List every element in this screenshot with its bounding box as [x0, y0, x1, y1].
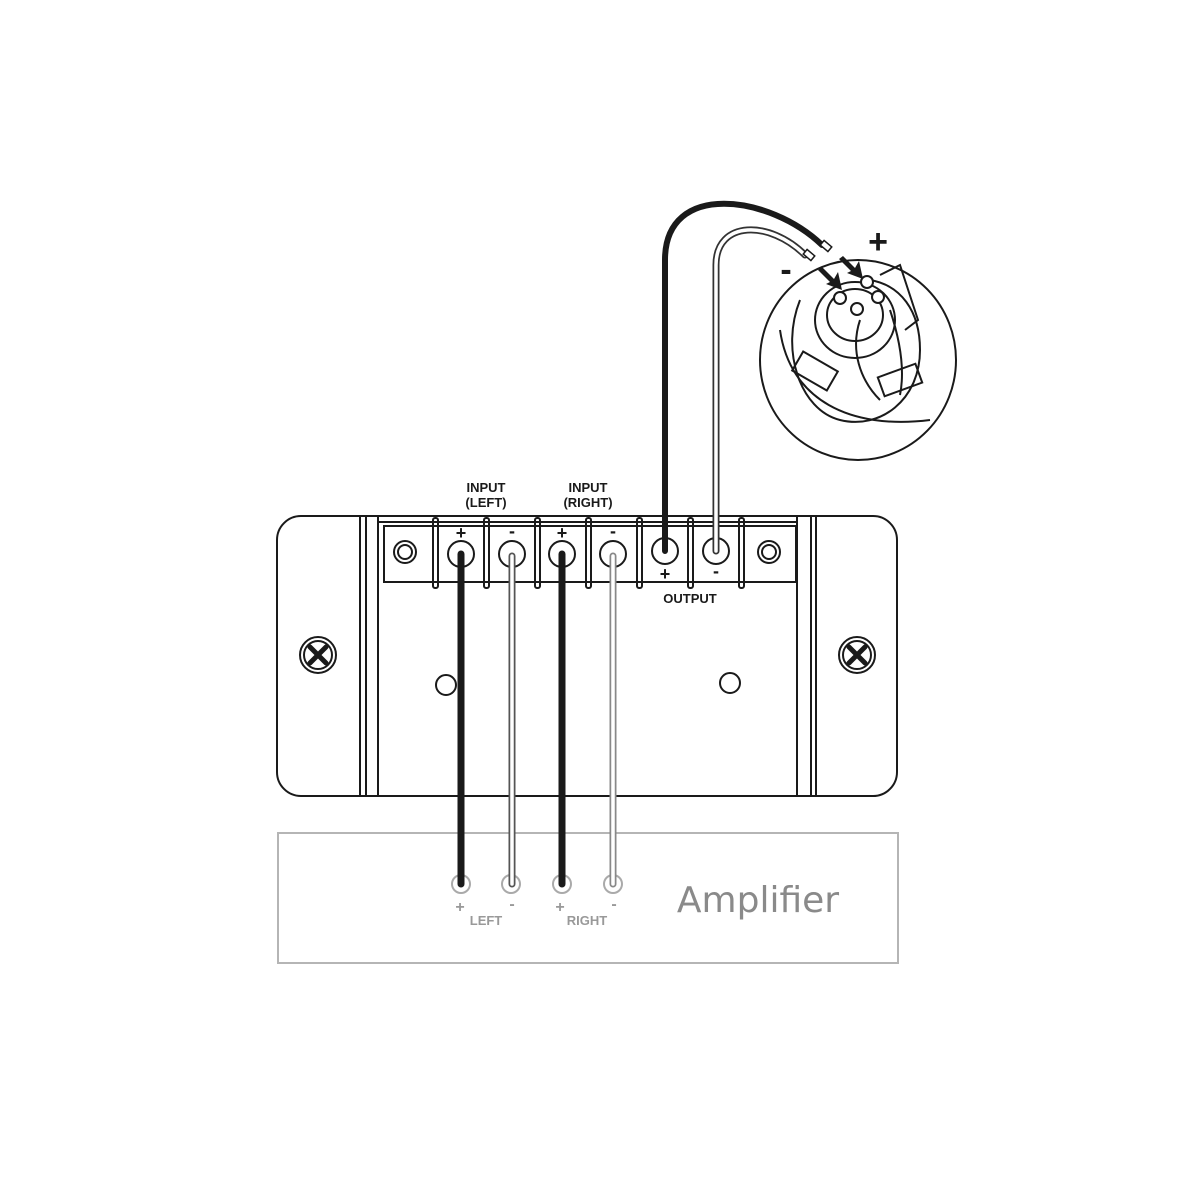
- speaker-minus-label: -: [780, 251, 791, 289]
- input-right-label-2: (RIGHT): [563, 495, 612, 510]
- amp-right-minus-label: -: [611, 896, 616, 913]
- amp-left-plus-label: +: [455, 899, 464, 916]
- input-right-label-1: INPUT: [569, 480, 608, 495]
- amplifier: Amplifier + - + - LEFT RIGHT: [277, 832, 899, 964]
- wire-output-negative: [712, 226, 809, 555]
- input-left-label-2: (LEFT): [465, 495, 506, 510]
- output-label: OUTPUT: [663, 591, 717, 606]
- input-left-label-1: INPUT: [467, 480, 506, 495]
- speaker-arrows: [818, 256, 863, 290]
- amp-left-label: LEFT: [470, 913, 503, 928]
- svg-text:+: +: [660, 564, 671, 584]
- output-wires: [662, 200, 833, 555]
- crossover-unit: [276, 515, 898, 797]
- svg-text:+: +: [557, 523, 568, 543]
- screw-left-icon: [299, 636, 337, 674]
- svg-text:-: -: [610, 521, 616, 541]
- arrow-minus-icon: [818, 267, 842, 290]
- amp-right-label: RIGHT: [567, 913, 608, 928]
- speaker-plus-label: +: [868, 223, 888, 261]
- svg-text:-: -: [713, 561, 719, 581]
- terminal-separators: [432, 517, 745, 589]
- amplifier-title: Amplifier: [677, 880, 839, 921]
- wire-output-positive: [662, 200, 825, 554]
- svg-text:+: +: [456, 523, 467, 543]
- amp-right-plus-label: +: [555, 899, 564, 916]
- terminal-polarity-marks: + - + - + -: [456, 521, 719, 584]
- input-wires: [457, 550, 617, 888]
- svg-text:-: -: [509, 521, 515, 541]
- arrow-plus-icon: [839, 256, 863, 279]
- amp-left-minus-label: -: [509, 896, 514, 913]
- screw-right-icon: [838, 636, 876, 674]
- speaker-icon: [759, 259, 957, 461]
